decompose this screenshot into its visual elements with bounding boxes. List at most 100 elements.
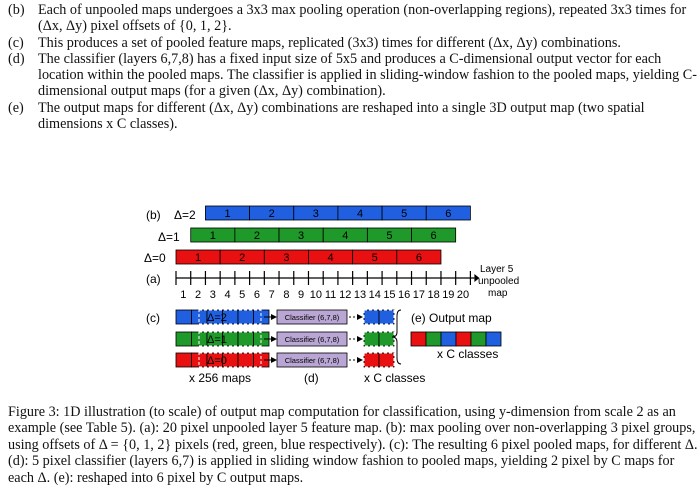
pooled-cell-number: 6 [416,252,422,264]
axis-tick-label: 3 [210,289,216,301]
pooled-cell [175,352,192,368]
axis-arrowhead [474,274,480,282]
pooled-cell-number: 6 [445,208,451,220]
pooled-cell-number: 6 [431,230,437,242]
pooled-cell-number: 1 [210,230,216,242]
label-a: (a) [146,272,161,286]
pooled-cell-number: 2 [239,252,245,264]
pooled-cell-number: 4 [342,230,348,242]
step-c: (c) This produces a set of pooled featur… [8,35,698,51]
pooled-cell-number: 1 [195,252,201,264]
pooled-cell-number: 5 [386,230,392,242]
axis-tick-label: 6 [254,289,260,301]
axis-tick-label: 18 [427,289,439,301]
output-cell [363,352,380,368]
label-d: (d) [304,371,319,385]
delta1-label: Δ=1 [158,230,180,244]
classifier-window [198,331,262,347]
pooled-delta-label: Δ=2 [207,312,227,324]
pooled-cell [237,309,254,325]
output-cell [378,309,395,325]
classifier-label: Classifier (6,7,8) [285,335,340,344]
label-c: (c) [146,311,160,325]
classifier-window [198,309,262,325]
step-label: (b) [8,2,25,18]
pooled-cell-number: 4 [327,252,333,264]
output-map-cell [440,331,457,347]
pooled-cell [237,331,254,347]
pooled-cell-number: 3 [298,230,304,242]
output-map-cell [470,331,487,347]
layer5-label-line1: Layer 5 [480,264,514,275]
output-map-cell [455,331,472,347]
step-label: (d) [8,50,25,67]
axis-tick-label: 9 [298,289,304,301]
step-text: This produces a set of pooled feature ma… [38,34,621,51]
delta2-label: Δ=2 [174,208,196,222]
step-e: (e) The output maps for different (Δx, Δ… [8,100,698,133]
method-steps-list: (b) Each of unpooled maps undergoes a 3x… [8,2,698,132]
output-map [410,331,502,347]
pooled-cell [175,331,192,347]
output-map-cell [485,331,502,347]
classifier-box [276,331,348,347]
pooled-cell-number: 1 [224,208,230,220]
pooled-cell-number: 3 [313,208,319,220]
xc-classes-label: x C classes [364,371,425,385]
output-window [363,331,395,347]
axis-tick-label: 20 [457,289,469,301]
classifier-label: Classifier (6,7,8) [285,313,340,322]
pooled-cell-number: 3 [283,252,289,264]
output-map-label: (e) Output map [411,311,492,325]
pooled-cell-number: 4 [357,208,363,220]
classifier-window [198,352,262,368]
pooled-cell-number: 2 [269,208,275,220]
step-text: Each of unpooled maps undergoes a 3x3 ma… [38,2,687,35]
classifier-box [276,352,348,368]
axis-tick-label: 2 [195,289,201,301]
step-d: (d) The classifier (layers 6,7,8) has a … [8,51,698,100]
pooled-delta-label: Δ=0 [207,355,227,367]
pooled-delta-label: Δ=1 [207,334,227,346]
figure-caption: Figure 3: 1D illustration (to scale) of … [8,404,698,486]
axis-tick-label: 4 [224,289,230,301]
axis-tick-label: 8 [283,289,289,301]
layer5-label-line2: unpooled [478,276,519,287]
output-window [363,309,395,325]
label-b: (b) [146,208,161,222]
axis-tick-label: 7 [269,289,275,301]
axis-tick-label: 16 [398,289,410,301]
classifier-label: Classifier (6,7,8) [285,356,340,365]
axis-tick-label: 17 [413,289,425,301]
step-label: (c) [8,34,24,51]
output-map-cell [425,331,442,347]
step-b: (b) Each of unpooled maps undergoes a 3x… [8,2,698,35]
classifier-box [276,309,348,325]
output-map-cell [410,331,427,347]
axis-tick-label: 11 [325,289,336,301]
x256-label: x 256 maps [189,371,251,385]
step-text: The classifier (layers 6,7,8) has a fixe… [38,50,697,100]
output-window [363,352,395,368]
axis-tick-label: 10 [310,289,322,301]
axis-tick-label: 12 [339,289,351,301]
pooled-cell [396,249,442,265]
output-cell [378,352,395,368]
axis-tick-label: 5 [239,289,245,301]
output-cell [363,331,380,347]
axis-tick-label: 1 [180,289,186,301]
pooled-cell [175,309,192,325]
axis-tick-label: 19 [442,289,454,301]
output-cell [378,331,395,347]
axis-tick-label: 14 [369,289,381,301]
step-label: (e) [8,99,24,116]
delta0-label: Δ=0 [144,251,166,265]
layer5-label-line3: map [488,288,508,299]
output-xc-label: x C classes [437,347,498,361]
